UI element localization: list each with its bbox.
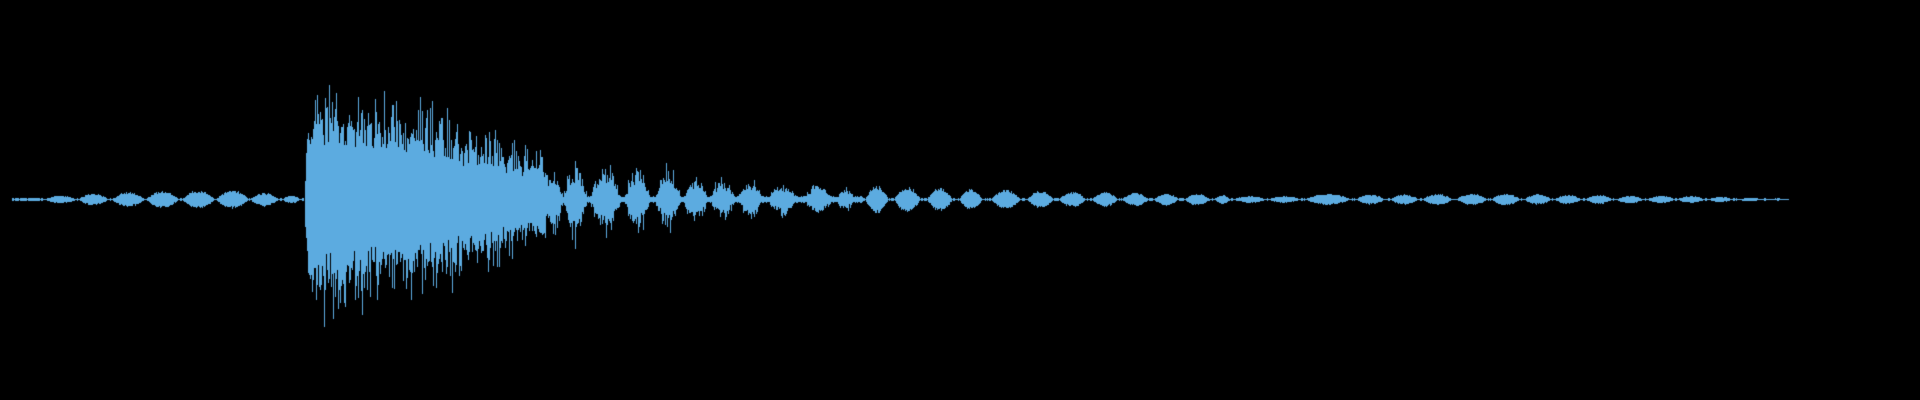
audio-waveform-panel bbox=[0, 0, 1920, 400]
waveform-canvas bbox=[0, 0, 1920, 400]
